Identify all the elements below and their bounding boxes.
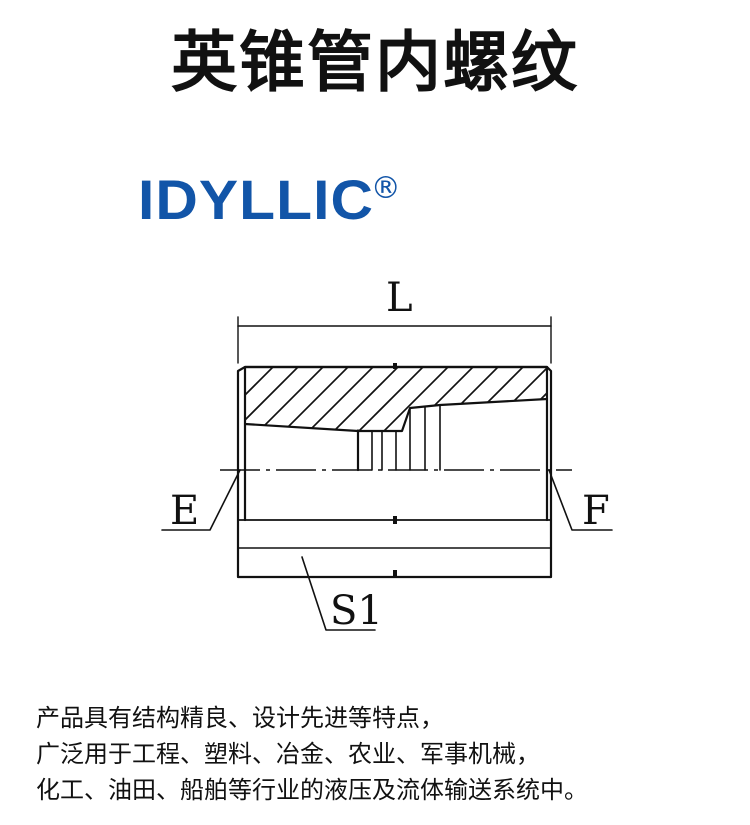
leader-f	[548, 469, 613, 531]
description: 产品具有结构精良、设计先进等特点， 广泛用于工程、塑料、冶金、农业、军事机械， …	[36, 700, 726, 808]
label-e: E	[170, 488, 199, 534]
label-f: F	[582, 488, 610, 534]
label-s1: S1	[330, 588, 383, 634]
brand-logo: IDYLLIC ®	[138, 172, 401, 228]
description-line: 广泛用于工程、塑料、冶金、农业、军事机械，	[36, 740, 540, 768]
brand-name: IDYLLIC	[138, 168, 375, 231]
leader-e	[161, 469, 241, 531]
page-title: 英锥管内螺纹	[171, 24, 579, 101]
fitting-drawing: L E F S1	[161, 275, 613, 634]
registered-mark-icon: ®	[370, 171, 401, 206]
description-line: 产品具有结构精良、设计先进等特点，	[36, 704, 444, 732]
description-line: 化工、油田、船舶等行业的液压及流体输送系统中。	[36, 776, 588, 804]
body-outline	[236, 365, 553, 579]
leader-s1	[301, 556, 376, 631]
label-l: L	[386, 275, 413, 321]
